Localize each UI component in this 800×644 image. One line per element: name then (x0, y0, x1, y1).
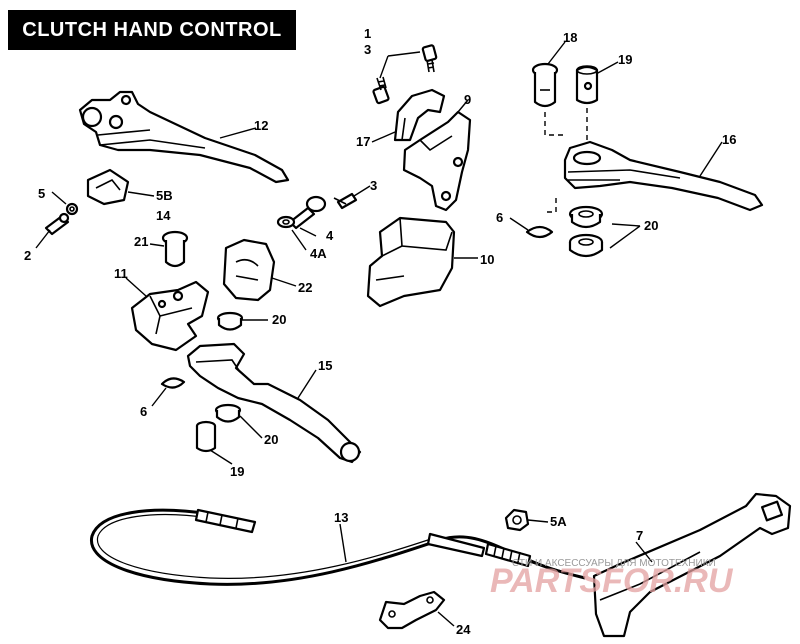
part-5b-clip (86, 168, 130, 206)
callout-5b: 5B (156, 188, 173, 203)
watermark: СТИ И АКСЕССУАРЫ ДЛЯ МОТОТЕХНИКИ PARTSFO… (490, 558, 734, 600)
part-13-cable (90, 508, 586, 586)
callout-5: 5 (38, 186, 45, 201)
part-22-bracket (222, 238, 276, 302)
callout-17: 17 (356, 134, 370, 149)
callout-11: 11 (114, 266, 128, 281)
callout-13: 13 (334, 510, 348, 525)
watermark-caption: СТИ И АКСЕССУАРЫ ДЛЯ МОТОТЕХНИКИ (512, 558, 716, 569)
part-20-bushing-middle (216, 311, 244, 331)
callout-9: 9 (464, 92, 471, 107)
callout-2: 2 (24, 248, 31, 263)
part-16-lever (563, 140, 764, 212)
part-1-screw (421, 44, 438, 73)
diagram-title: CLUTCH HAND CONTROL (8, 10, 296, 50)
part-3-screw-upper (372, 76, 390, 105)
callout-6-left: 6 (140, 404, 147, 419)
part-2-screw (44, 212, 70, 236)
part-20-bushing-right-top (568, 205, 604, 229)
callout-15: 15 (318, 358, 332, 373)
callout-4a: 4A (310, 246, 327, 261)
part-15-lever (186, 342, 362, 464)
callout-4: 4 (326, 228, 334, 243)
part-24-bracket (378, 590, 446, 630)
part-6-clip-left (160, 377, 186, 389)
callout-3-upper: 3 (364, 42, 371, 57)
callout-14: 14 (156, 208, 171, 223)
part-19-sleeve-lower (195, 420, 217, 453)
callout-16: 16 (722, 132, 736, 147)
callout-22: 22 (298, 280, 312, 295)
callout-20-right: 20 (644, 218, 658, 233)
part-19-sleeve-upper (575, 65, 599, 105)
callout-20-middle: 20 (272, 312, 286, 327)
callout-10: 10 (480, 252, 494, 267)
callout-21: 21 (134, 234, 148, 249)
part-6-clip-right (525, 225, 554, 239)
callout-7: 7 (636, 528, 643, 543)
watermark-logo: PARTSFOR.RU (490, 562, 734, 600)
part-18-pin (531, 62, 559, 108)
callout-24: 24 (456, 622, 471, 637)
leader-lines (35, 41, 723, 627)
callout-5a: 5A (550, 514, 567, 529)
part-4a-washer (276, 215, 296, 229)
part-21-pin (161, 230, 189, 268)
part-20-bushing-lower (214, 403, 242, 423)
callout-19-upper: 19 (618, 52, 632, 67)
callout-12: 12 (254, 118, 268, 133)
part-9-bracket (402, 110, 472, 212)
part-20-bushing-right-bottom (568, 233, 604, 258)
part-7-arm (592, 492, 792, 638)
part-12-lever (78, 90, 290, 184)
part-11-clamp (130, 280, 210, 352)
part-10-housing (366, 216, 456, 308)
callout-6-right: 6 (496, 210, 503, 225)
callout-20-lower: 20 (264, 432, 278, 447)
part-5-washer (65, 202, 79, 216)
part-17-clamp-cap (393, 88, 446, 142)
part-3-screw-middle (333, 192, 358, 210)
callout-3-middle: 3 (370, 178, 377, 193)
callout-numbers: 1 3 9 17 12 18 19 16 5 5B 14 2 3 4 4A 21… (24, 26, 736, 637)
part-4-bolt (288, 195, 327, 230)
callout-18: 18 (563, 30, 577, 45)
callout-19-lower: 19 (230, 464, 244, 479)
callout-1: 1 (364, 26, 371, 41)
part-5a-nut (504, 508, 530, 532)
